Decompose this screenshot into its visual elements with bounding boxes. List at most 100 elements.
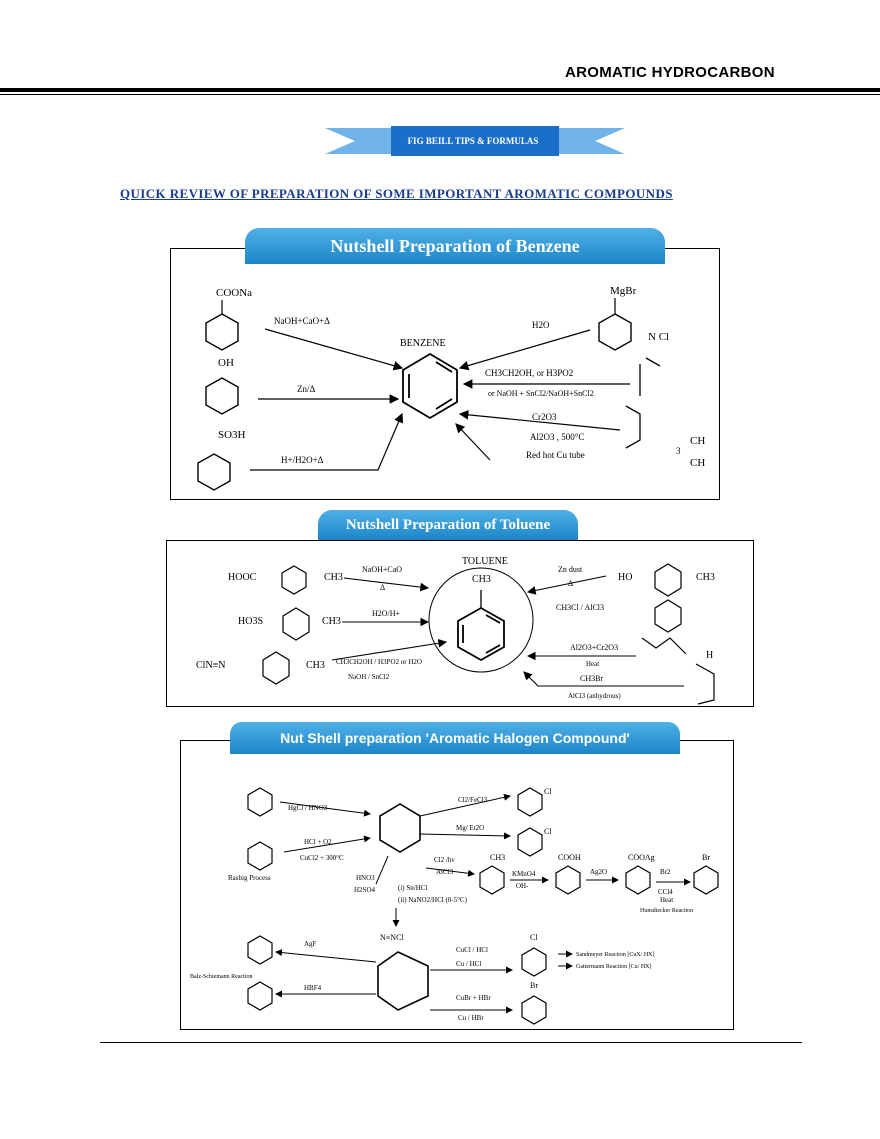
label-ch3-b: CH3 (322, 616, 341, 627)
arrow-red-hot-tube: Red hot Cu tube (526, 450, 585, 460)
ring-raschig-input (247, 841, 273, 871)
ring-sulfonic (197, 453, 231, 491)
arrow-hcl-o2: HCl + O2 (304, 838, 332, 846)
ring-benzene-center (402, 352, 458, 420)
label-toluene-ch3: CH3 (472, 574, 491, 585)
label-ncl: N Cl (648, 331, 669, 343)
ring-silver-benzoate (625, 865, 651, 895)
arrow-br2: Br2 (660, 868, 671, 876)
ring-toluene-hal (479, 865, 505, 895)
page-header-title: AROMATIC HYDROCARBON (565, 64, 775, 81)
ring-fluoro-top (247, 935, 273, 965)
label-br-a: Br (702, 853, 710, 862)
label-cl-right: Cl (544, 827, 552, 836)
benzene-diagram: COONa OH SO3H BENZENE NaOH+CaO+Δ Zn/Δ H+… (197, 285, 705, 491)
footer-rule (100, 1042, 802, 1043)
ring-grignard-product (517, 827, 543, 857)
label-diazonium: ClN≡N (196, 660, 226, 671)
toluene-diagram: TOLUENE CH3 HOOC CH3 NaOH+CaO Δ HO3S CH3… (196, 556, 715, 705)
ring-benzoic (555, 865, 581, 895)
header-rule-thin (0, 94, 880, 95)
arrow-acid: H+/H2O+Δ (281, 455, 324, 465)
arrow-cu-hbr: Cu / HBr (458, 1014, 484, 1022)
arrow-friedel: CH3Cl / AlCl3 (556, 603, 604, 612)
arrow-phosphinic-sub: or NaOH + SnCl2/NaOH+SnCl2 (488, 389, 594, 398)
halogen-diagram: HgCl / HNO3 Rasbig Process HCl + O2 CuCl… (190, 787, 719, 1025)
toluene-panel-title: Nutshell Preparation of Toluene (318, 510, 578, 540)
label-mgbr: MgBr (610, 285, 637, 297)
arrow-oh: OH- (516, 882, 529, 890)
arrow-ch3br: CH3Br (580, 674, 603, 683)
ring-toluene-center (457, 606, 505, 662)
benzene-panel (170, 248, 720, 500)
label-ch-bottom: CH (690, 457, 705, 469)
label-ch-top: CH (690, 435, 705, 447)
ribbon-label: FIG BEILL TIPS & FORMULAS (407, 136, 539, 146)
arrow-hgcl: HgCl / HNO3 (288, 804, 328, 812)
ring-chlorobenzene-center (379, 803, 421, 853)
label-cl-b: Cl (530, 933, 538, 942)
label-raschig: Rasbig Process (228, 874, 271, 882)
label-ch3-hal: CH3 (490, 853, 505, 862)
ring-cresol (654, 563, 682, 597)
arrow-cl2-hv: Cl2 /hv (434, 856, 455, 864)
ring-chloro-sandmeyer (521, 947, 547, 977)
ribbon-banner (325, 126, 625, 156)
label-gattermann: Gattermann Reaction [Cu/ HX] (576, 964, 651, 970)
label-hunsdiecker: Hunsdiecker Reaction (640, 908, 693, 914)
arrow-heat-hal: Heat (660, 896, 673, 904)
arrow-mg: Mg/ Et2O (456, 824, 484, 832)
label-coona: COONa (216, 287, 252, 299)
fragment-alkene (695, 663, 715, 705)
ring-fluoro-bottom (247, 981, 273, 1011)
fragment-cyclohexane (625, 405, 641, 449)
arrow-hno3: HNO3 (356, 874, 375, 882)
arrow-heat-toluene: Heat (586, 660, 599, 668)
arrow-cucl: CuCl2 + 300°C (300, 854, 344, 862)
arrow-zinc: Zn/Δ (297, 384, 315, 394)
arrow-ethanol: CH3CH2OH / H3PO2 or H2O (336, 658, 422, 666)
ring-diazonium (262, 651, 290, 685)
arrow-nano2: (ii) NaNO2/HCl (0-5°C) (398, 896, 468, 904)
arrow-kmno4: KMnO4 (512, 870, 536, 878)
arrow-agf: AgF (304, 940, 317, 948)
toluene-panel (166, 540, 754, 707)
ring-bromo-sandmeyer (521, 995, 547, 1025)
ring-benzene-friedel (654, 599, 682, 633)
main-heading: QUICK REVIEW OF PREPARATION OF SOME IMPO… (120, 186, 673, 201)
label-diazonium-hal: N≡NCl (380, 933, 404, 942)
arrow-cr2o3: Cr2O3 (532, 412, 557, 422)
label-ho3s: HO3S (238, 616, 263, 627)
arrow-al2o3: Al2O3 , 500°C (530, 432, 584, 442)
label-oh: OH (218, 357, 234, 369)
arrow-cu-hcl: Cu / HCl (456, 960, 481, 968)
label-ch3-d: CH3 (696, 572, 715, 583)
ring-sodium-benzoate (205, 313, 239, 351)
label-cooh: COOH (558, 853, 581, 862)
ring-phenol (205, 377, 239, 415)
label-cooag: COOAg (628, 853, 655, 862)
ring-chloro-product (517, 787, 543, 817)
arrow-naoh-toluene: NaOH / SnCl2 (348, 673, 390, 681)
label-so3h: SO3H (218, 429, 246, 441)
label-ch3-c: CH3 (306, 660, 325, 671)
arrow-al2o3-toluene: Al2O3+Cr2O3 (570, 643, 618, 652)
ring-ho3s (282, 607, 310, 641)
fragment-heptane (641, 637, 687, 655)
label-ch-three: 3 (676, 446, 681, 456)
arrow-alcl3-hal: AlCl3 (436, 868, 454, 876)
arrow-cubr: CuBr + HBr (456, 994, 491, 1002)
arrow-cl2-fecl3: Cl2/FeCl3 (458, 796, 488, 804)
label-ho: HO (618, 572, 632, 583)
arrow-cucl-hcl: CuCl / HCl (456, 946, 488, 954)
benzene-panel-title: Nutshell Preparation of Benzene (245, 228, 665, 264)
ring-diazonium-hal (377, 951, 429, 1011)
label-sandmeyer: Sandmeyer Reaction [CuX/ HX] (576, 952, 654, 958)
header-rule-thick (0, 88, 880, 92)
arrow-ccl4: CCl4 (658, 888, 673, 896)
arrow-delta-b: Δ (568, 579, 573, 588)
ring-grignard (598, 313, 632, 351)
halogen-panel-title: Nut Shell preparation 'Aromatic Halogen … (230, 722, 680, 754)
label-hooc: HOOC (228, 572, 257, 583)
arrow-zinc-toluene: Zn dust (558, 565, 583, 574)
